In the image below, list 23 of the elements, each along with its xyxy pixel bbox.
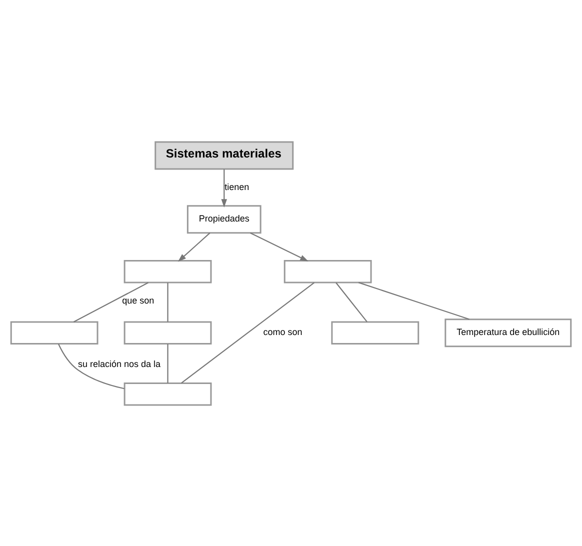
connector [358,282,470,320]
node-box [124,320,212,344]
node-box: Propiedades [186,204,262,234]
connector [73,282,149,322]
node-box [124,382,212,406]
node-box [10,320,98,344]
connector [181,282,315,383]
node-box [124,259,212,283]
node-box [284,259,372,283]
edge-label: que son [122,294,154,305]
edge-label: como son [263,326,302,337]
connector [336,282,368,322]
connector [167,282,168,322]
connector [167,344,168,383]
node-box [331,320,420,344]
edge-label: tienen [224,181,250,192]
node-box: Temperatura de ebullición [444,318,572,347]
edge-label: su relación nos da la [78,358,161,369]
arrow [178,232,210,262]
connector [58,343,124,389]
arrow [221,168,228,207]
arrow [250,232,308,261]
node-box: Sistemas materiales [154,140,294,170]
